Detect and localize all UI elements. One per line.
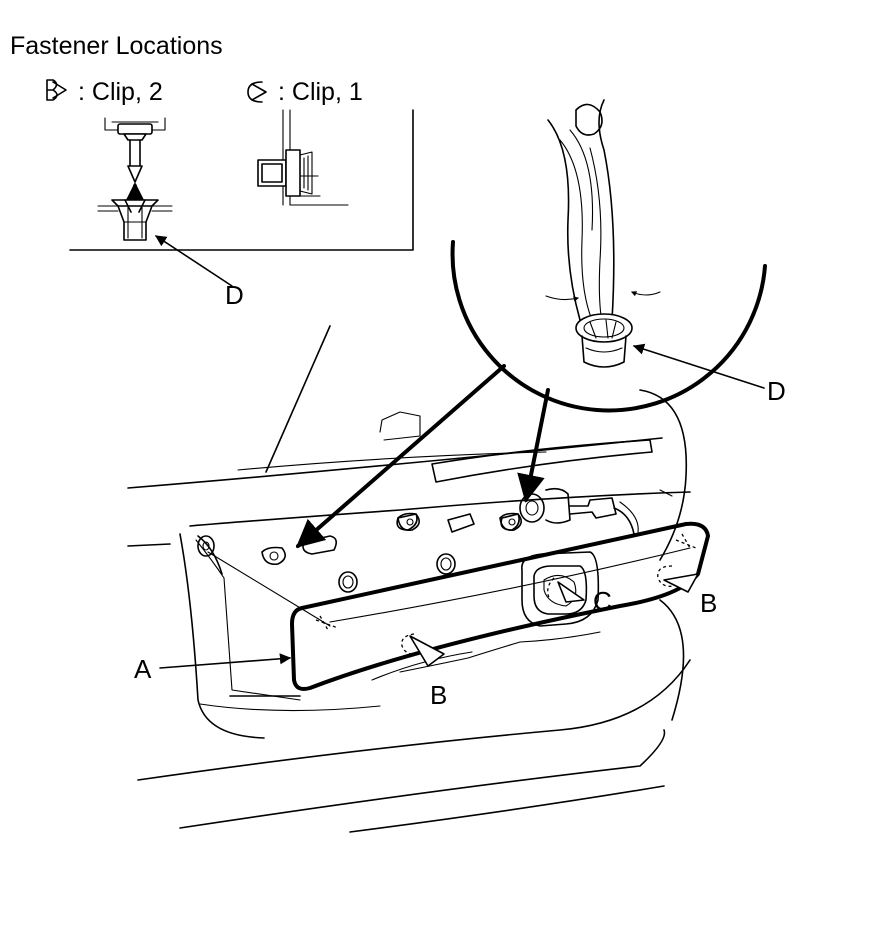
callout-b-center: B (430, 680, 447, 710)
callout-d-zoom: D (767, 376, 786, 406)
callout-a-leader (159, 653, 292, 669)
callout-a: A (134, 654, 152, 684)
callout-b-right: B (700, 588, 717, 618)
clip-detail-inset (69, 109, 414, 287)
callout-c: C (593, 586, 612, 616)
zoom-pointer-left (295, 364, 506, 548)
clip-b-legend-text: : Clip, 2 (78, 78, 163, 106)
clip-b-center-icon (401, 633, 445, 667)
legend-clip-c: C : Clip, 1 (247, 78, 363, 106)
panel-clip-socket-icon (261, 546, 286, 566)
diagram-title: Fastener Locations (10, 32, 223, 60)
tailgate-body (127, 325, 691, 833)
clip-c-emblem-icon (547, 577, 585, 603)
clip-b-symbol-icon: B (46, 79, 67, 101)
clip-c-detail-icon (257, 109, 349, 206)
panel-clip-socket-icon (499, 512, 522, 532)
clip-b-right-icon (657, 565, 699, 593)
legend-clip-b: B : Clip, 2 (46, 78, 163, 106)
zoom-pointer-right (517, 388, 550, 503)
clip-c-legend-text: : Clip, 1 (278, 78, 363, 106)
clip-b-detail-icon (97, 117, 173, 241)
clip-c-symbol-icon: C (247, 81, 267, 103)
panel-clip-socket-icon (397, 512, 420, 532)
zoom-circle-detail (450, 99, 767, 413)
callout-d-inset: D (225, 280, 244, 310)
license-garnish-panel (290, 521, 710, 691)
